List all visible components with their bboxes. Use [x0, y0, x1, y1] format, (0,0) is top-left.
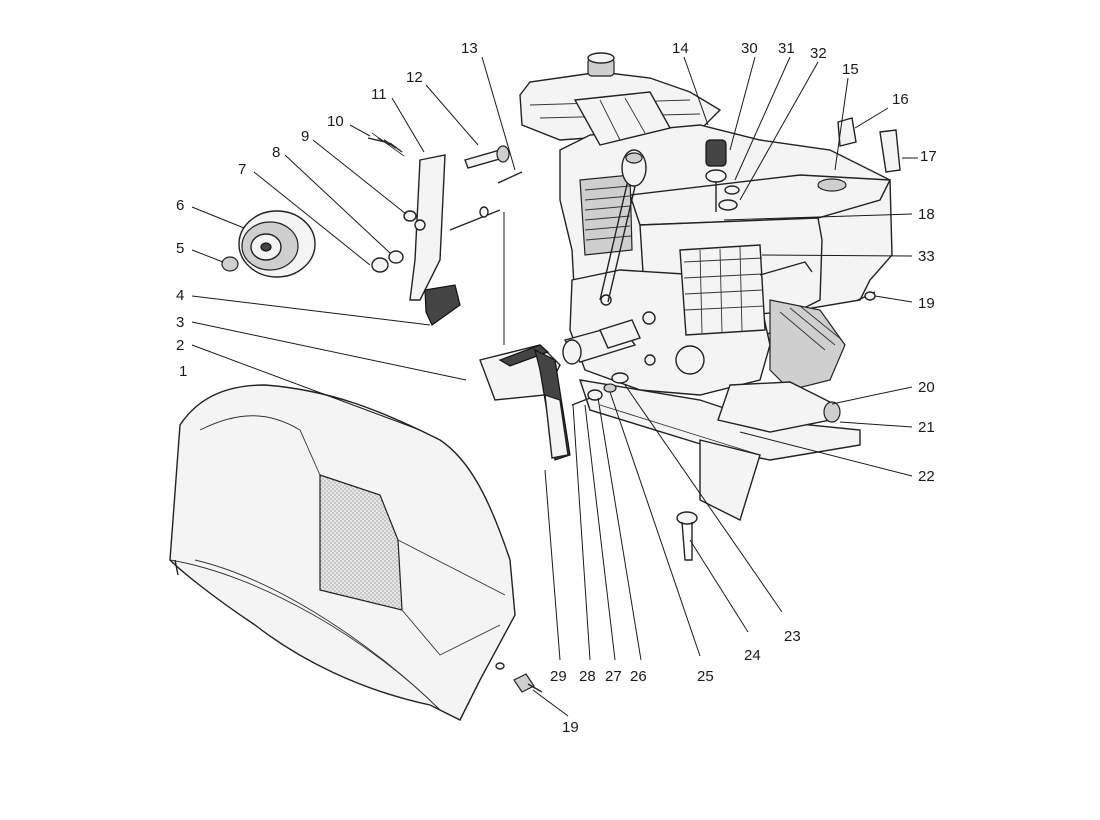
engine-fuel-cap — [587, 52, 615, 77]
idler-pulley — [238, 210, 316, 278]
callout-9: 9 — [301, 128, 309, 145]
callout-22: 22 — [918, 468, 935, 485]
callout-19-right: 19 — [918, 295, 935, 312]
callout-10: 10 — [327, 113, 344, 130]
oil-fill-cap — [817, 178, 847, 192]
callout-25: 25 — [697, 668, 714, 685]
pulley-nut — [221, 256, 239, 272]
bolt-24 — [676, 511, 698, 561]
callout-16: 16 — [892, 91, 909, 108]
callout-21: 21 — [918, 419, 935, 436]
washer-9 — [403, 210, 417, 222]
engine-output-shaft — [562, 319, 641, 365]
decal-17 — [879, 129, 901, 173]
callout-30: 30 — [741, 40, 758, 57]
callout-7: 7 — [238, 161, 246, 178]
callout-20: 20 — [918, 379, 935, 396]
callout-24: 24 — [744, 647, 761, 664]
callout-33: 33 — [918, 248, 935, 265]
engine-dots — [600, 294, 705, 375]
callout-12: 12 — [406, 69, 423, 86]
callout-23: 23 — [784, 628, 801, 645]
callout-13: 13 — [461, 40, 478, 57]
callout-3: 3 — [176, 314, 184, 331]
callout-1: 1 — [179, 363, 187, 380]
callout-32: 32 — [810, 45, 827, 62]
callout-18: 18 — [918, 206, 935, 223]
spring — [367, 132, 405, 157]
belt-cover — [169, 384, 516, 721]
drive-belt-pulley — [479, 344, 629, 461]
belt-cover-window — [319, 474, 403, 611]
callout-2: 2 — [176, 337, 184, 354]
callout-27: 27 — [605, 668, 622, 685]
dipstick-tube — [599, 149, 647, 303]
callout-8: 8 — [272, 144, 280, 161]
primer — [705, 139, 727, 212]
leader-lines — [191, 56, 918, 717]
washer-8 — [388, 250, 404, 264]
callout-29: 29 — [550, 668, 567, 685]
callout-14: 14 — [672, 40, 689, 57]
muffler — [679, 244, 813, 336]
engine — [519, 52, 901, 561]
bolt-19-lower — [513, 673, 543, 693]
cotter-pin — [497, 171, 523, 184]
idler-arm — [409, 154, 501, 326]
bolt-12 — [464, 145, 510, 169]
callout-31: 31 — [778, 40, 795, 57]
washer-7 — [371, 257, 389, 273]
callout-5: 5 — [176, 240, 184, 257]
callout-28: 28 — [579, 668, 596, 685]
callout-15: 15 — [842, 61, 859, 78]
callout-26: 26 — [630, 668, 647, 685]
callout-6: 6 — [176, 197, 184, 214]
callout-19-lower: 19 — [562, 719, 579, 736]
callout-11: 11 — [371, 86, 387, 103]
callout-labels: 1 2 3 4 5 6 7 8 9 10 11 12 13 14 30 31 3… — [176, 40, 937, 736]
callout-17: 17 — [920, 148, 937, 165]
callout-4: 4 — [176, 287, 184, 304]
